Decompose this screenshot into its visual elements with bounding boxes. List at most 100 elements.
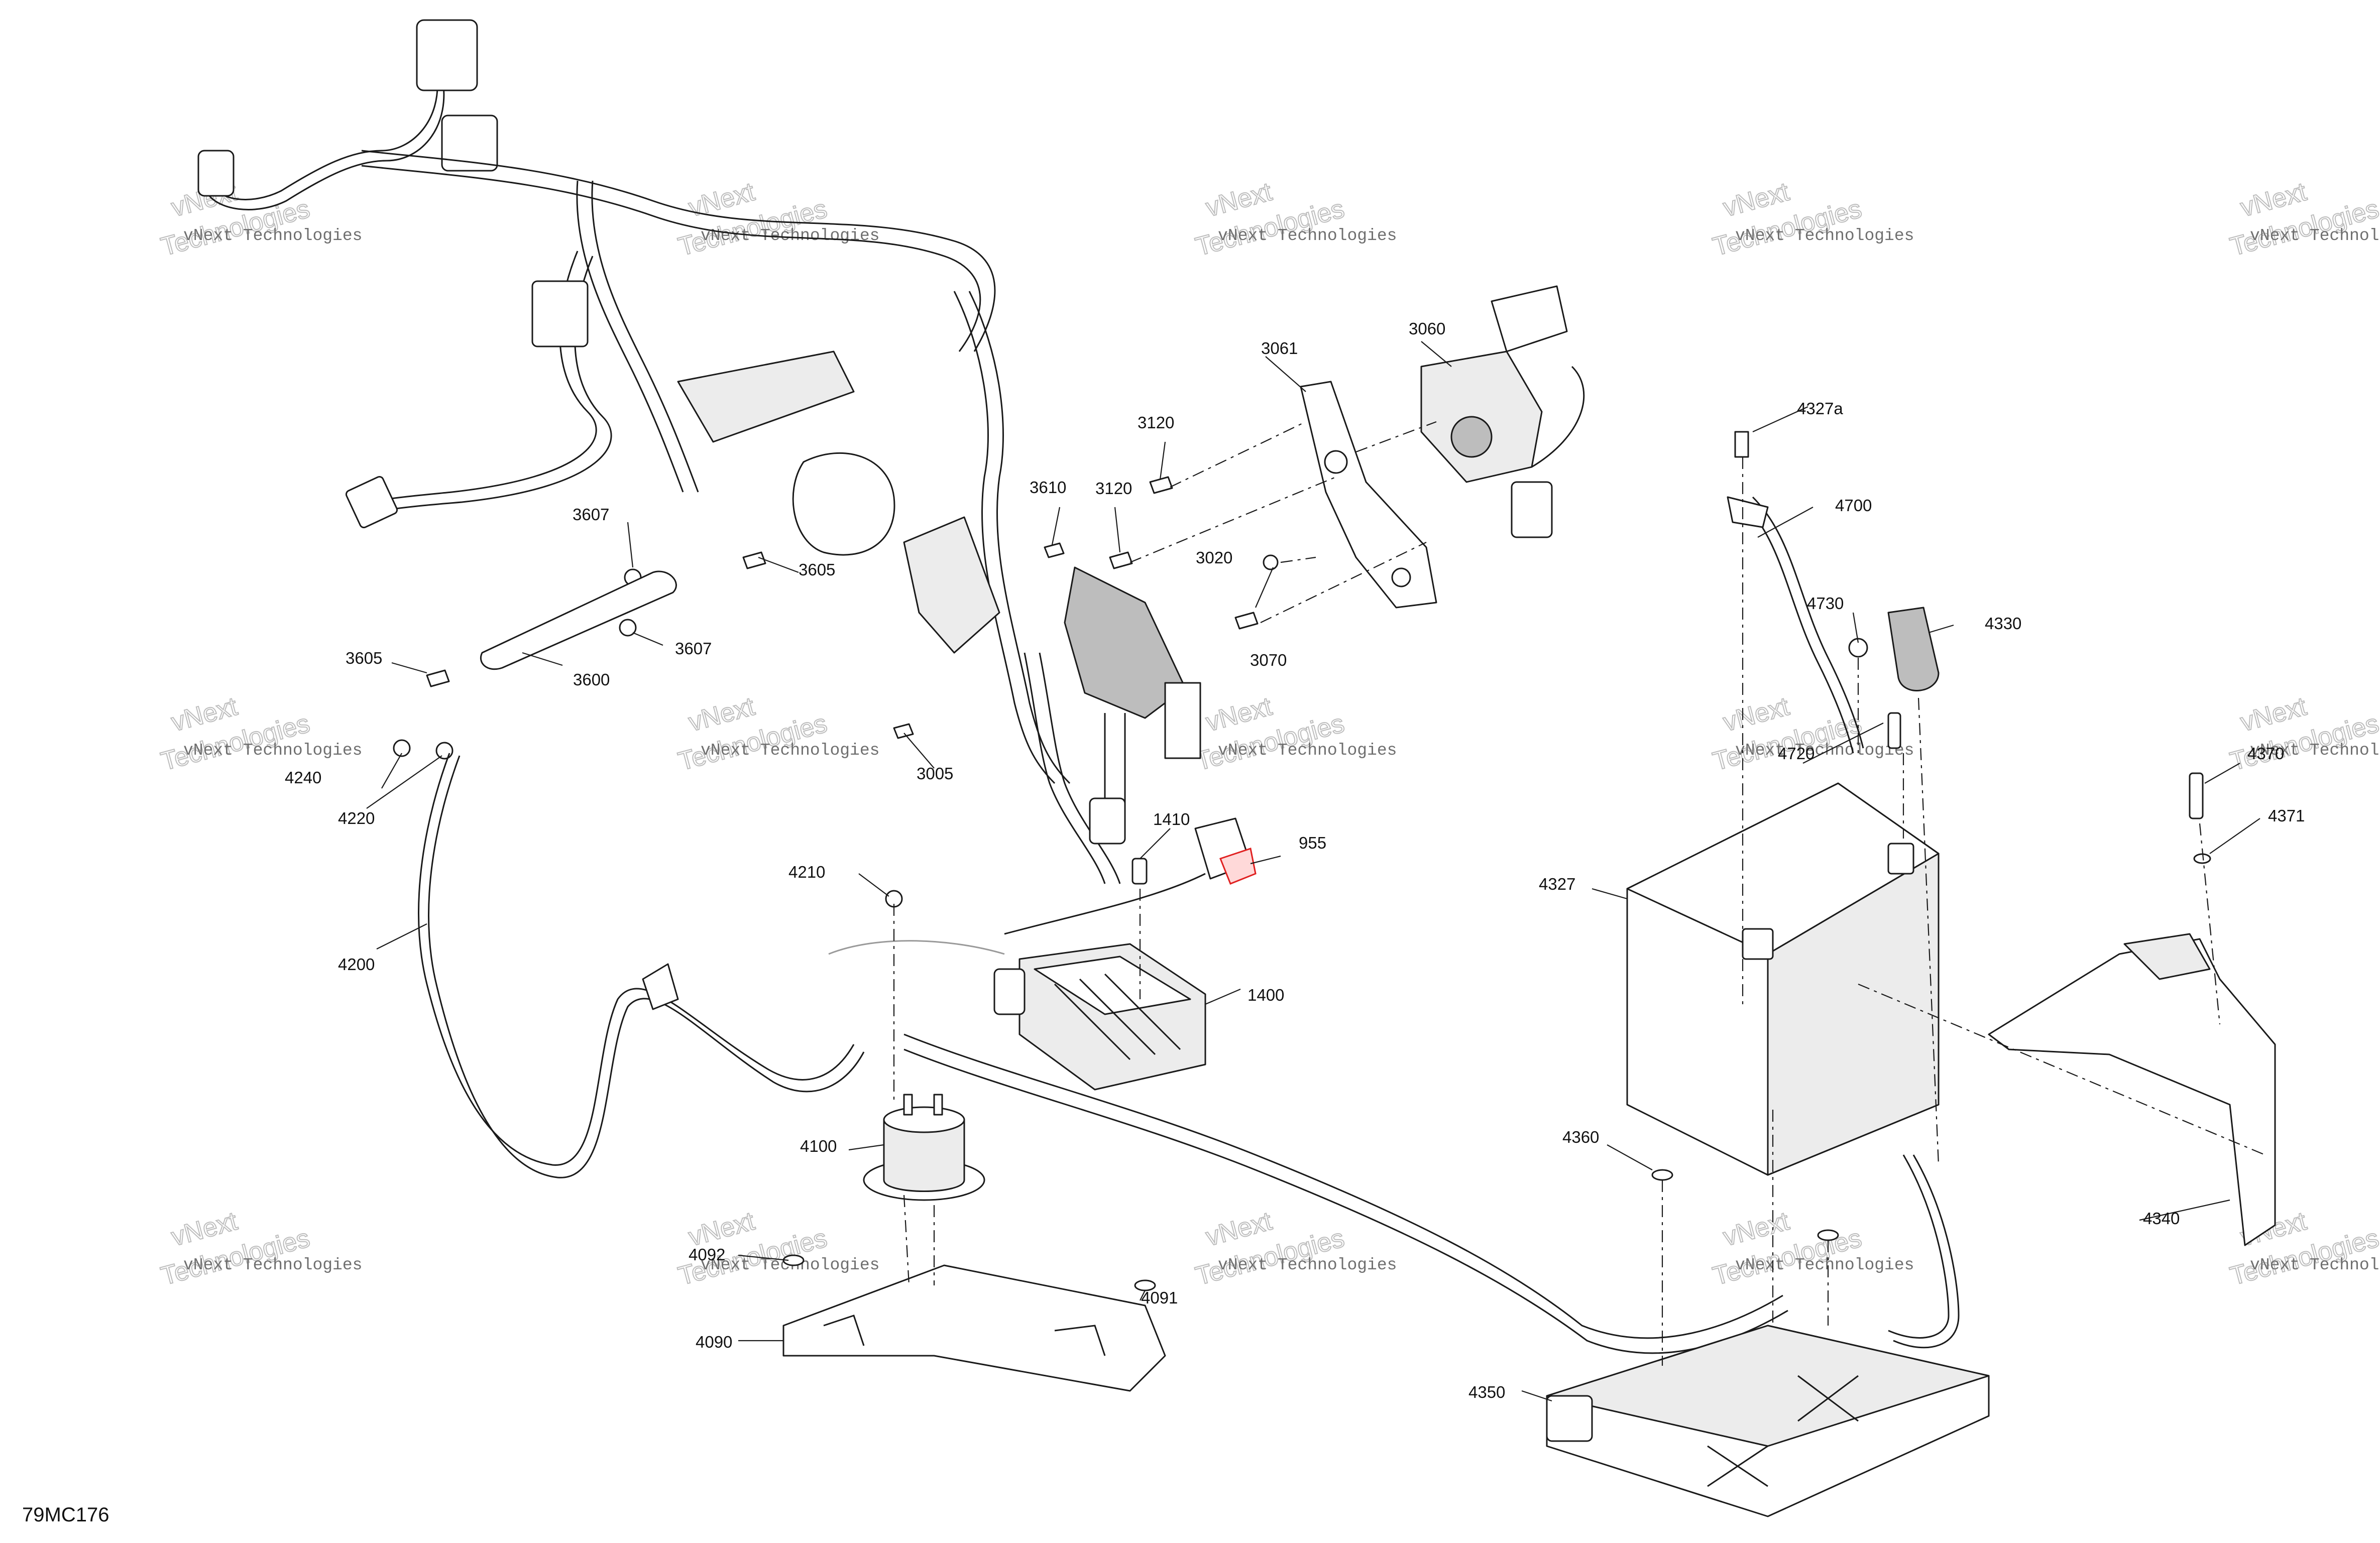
bracket-4340	[1988, 938, 2276, 1246]
actuator-motor	[1491, 285, 1568, 352]
callout-3070: 3070	[1250, 651, 1287, 669]
watermark-text: vNext Technologies	[1218, 1256, 1397, 1274]
plate-4090	[782, 1264, 1166, 1392]
bolt-3605-lower	[426, 669, 450, 687]
watermark-text: vNext Technologies	[183, 1256, 362, 1274]
assembly-lines	[893, 421, 2265, 1366]
battery-cable-4200	[418, 753, 865, 1178]
watermark-text: vNext Technologies	[2250, 1256, 2380, 1274]
bolt-3005	[893, 723, 914, 739]
throttle-body	[792, 452, 895, 556]
watermark-text: vNext Technologies	[701, 226, 879, 245]
bolt-3605-upper	[742, 551, 766, 569]
connector-955	[1004, 817, 1257, 935]
watermark: vNext Technologies	[158, 1206, 313, 1292]
watermark: vNext Technologies	[158, 691, 313, 777]
watermark: vNext Technologies	[1710, 177, 1865, 263]
watermark-text: vNext Technologies	[1735, 1256, 1914, 1274]
washer-4240	[393, 739, 411, 757]
callout-4200: 4200	[338, 955, 375, 974]
solenoid-terminal	[933, 1094, 943, 1116]
ecu-bracket	[677, 350, 855, 443]
strap-3600	[480, 570, 677, 670]
watermark-layer: vNext Technologies vNext Technologies vN…	[158, 177, 2380, 1292]
bolt-4327a	[1734, 431, 1749, 458]
callout-3020: 3020	[1196, 548, 1232, 567]
callout-4330: 4330	[1985, 614, 2021, 633]
callout-955: 955	[1299, 834, 1326, 852]
fasteners	[393, 431, 2211, 1291]
bracket-hole	[1391, 567, 1411, 587]
tray-connector	[1546, 1395, 1593, 1442]
callout-1410: 1410	[1153, 810, 1190, 828]
washer-4220	[435, 742, 454, 760]
harness-connector-left	[197, 150, 235, 197]
bracket-3061	[1300, 381, 1437, 609]
callout-4700: 4700	[1835, 496, 1872, 515]
watermark-text: vNext Technologies	[1218, 226, 1397, 245]
regulator-connector	[993, 968, 1026, 1015]
callout-3005: 3005	[917, 764, 953, 783]
callout-4360: 4360	[1562, 1128, 1599, 1146]
callout-3610: 3610	[1030, 478, 1066, 497]
relay-module-body	[1064, 566, 1186, 719]
callout-4100: 4100	[800, 1137, 837, 1155]
watermark-text: vNext Technologies	[701, 741, 879, 760]
rivet-4360	[1651, 1169, 1673, 1181]
harness-connector-lower-left	[345, 476, 398, 529]
actuator-body-3060	[1420, 350, 1543, 483]
callout-3605-left: 3605	[346, 649, 382, 667]
callout-4370: 4370	[2247, 744, 2284, 763]
bracket-hole	[1324, 450, 1348, 474]
watermark: vNext Technologies	[2227, 691, 2380, 777]
bolt-3120-upper	[1149, 476, 1173, 494]
leader-lines	[366, 341, 2260, 1402]
watermark: vNext Technologies	[1192, 1206, 1348, 1292]
callout-4090: 4090	[696, 1333, 732, 1351]
battery-tray-4350	[1546, 1325, 1990, 1517]
harness-plug-955-left	[1089, 797, 1126, 845]
terminal-boot-4330	[1887, 607, 1940, 691]
watermark: vNext Technologies	[1192, 691, 1348, 777]
battery-terminal-negative	[1742, 928, 1774, 960]
watermark-text: vNext Technologies	[1735, 741, 1914, 760]
diagram-id-label: 79MC176	[22, 1504, 109, 1526]
connector-955-highlight	[1219, 848, 1257, 885]
callout-3605-right: 3605	[799, 560, 835, 579]
callout-3061: 3061	[1261, 339, 1298, 358]
battery-cables-top	[1727, 496, 1940, 754]
actuator-assembly	[1300, 285, 1585, 609]
mounting-plate-4090	[782, 1264, 1166, 1392]
solenoid-body	[883, 1119, 965, 1192]
bolt-3610	[1044, 542, 1065, 558]
watermark-text: vNext Technologies	[1218, 741, 1397, 760]
watermark-text: vNext Technologies	[2250, 741, 2380, 760]
cable-clip	[642, 963, 679, 1010]
rivet-4360b	[1817, 1229, 1839, 1241]
callout-4327a: 4327a	[1797, 399, 1843, 418]
watermark: vNext Technologies	[675, 691, 831, 777]
tray-floor	[1546, 1325, 1990, 1447]
watermark: vNext Technologies	[1710, 1206, 1865, 1292]
battery-bracket-4340	[1988, 933, 2276, 1246]
solenoid-top	[883, 1106, 965, 1133]
callout-4720: 4720	[1778, 744, 1815, 763]
callout-4210: 4210	[788, 863, 825, 881]
callout-4240: 4240	[285, 768, 321, 787]
callout-4327: 4327	[1539, 875, 1575, 893]
harness-connector-upper	[441, 114, 498, 172]
bracket-tab	[2123, 933, 2211, 980]
nut-4730	[1848, 638, 1868, 658]
main-wiring-harness	[197, 19, 1121, 884]
negative-cable	[1888, 1154, 1960, 1349]
battery-side	[1767, 853, 1940, 1176]
callout-4350: 4350	[1468, 1383, 1505, 1401]
watermark: vNext Technologies	[675, 1206, 831, 1292]
callout-1400: 1400	[1248, 986, 1284, 1004]
watermark: vNext Technologies	[1192, 177, 1348, 263]
callout-4730: 4730	[1807, 594, 1844, 613]
harness-connector-mid	[531, 280, 589, 347]
voltage-regulator-1400	[828, 940, 1206, 1091]
